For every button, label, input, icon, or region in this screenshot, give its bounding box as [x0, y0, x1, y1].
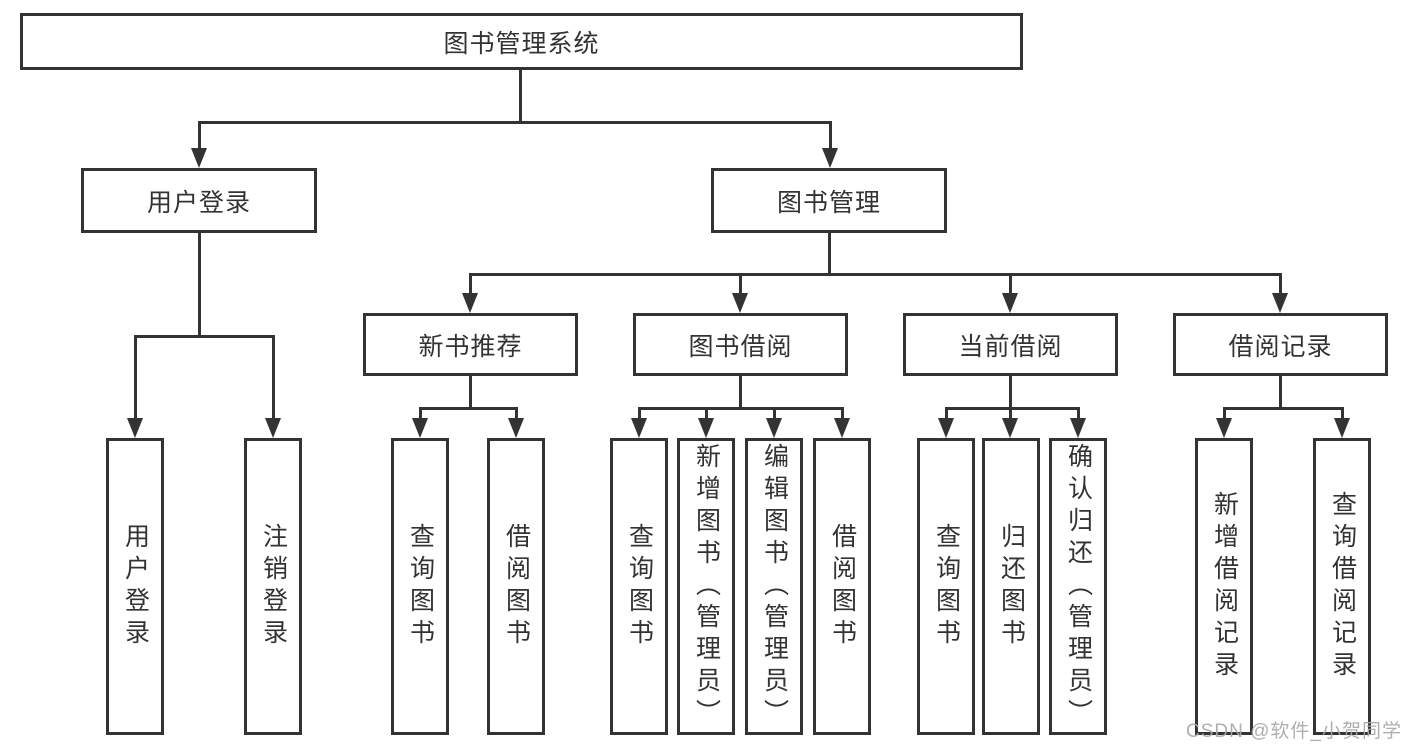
leaf-query-borrow-record-label: 查询借阅记录	[1328, 490, 1357, 683]
arrow-down-icon	[191, 148, 207, 168]
node-user-login: 用户登录	[81, 168, 317, 233]
connector-drop	[739, 273, 742, 295]
connector-stem	[739, 376, 742, 410]
arrow-down-icon	[822, 148, 838, 168]
connector-splitter	[419, 407, 518, 410]
arrow-down-icon	[732, 293, 748, 313]
connector-splitter	[198, 121, 832, 124]
node-current-borrow-label: 当前借阅	[958, 332, 1063, 361]
connector-stem	[198, 232, 201, 338]
node-root-label: 图书管理系统	[443, 29, 600, 58]
connector-drop	[1077, 407, 1080, 420]
node-new-book-recommend: 新书推荐	[363, 313, 578, 376]
connector-drop	[1341, 407, 1344, 420]
connector-drop	[1009, 273, 1012, 295]
leaf-add-book-admin: 新增图书（管理员）	[677, 438, 735, 735]
connector-drop	[419, 407, 422, 420]
node-user-login-label: 用户登录	[146, 188, 251, 217]
connector-drop	[198, 121, 201, 150]
connector-drop	[469, 273, 472, 295]
node-new-book-recommend-label: 新书推荐	[418, 332, 523, 361]
leaf-query-books-1-label: 查询图书	[406, 522, 435, 651]
connector-drop	[841, 407, 844, 420]
connector-stem	[1279, 376, 1282, 410]
arrow-down-icon	[766, 418, 782, 438]
connector-drop	[829, 121, 832, 150]
leaf-add-borrow-record-label: 新增借阅记录	[1210, 490, 1239, 683]
arrow-down-icon	[1216, 418, 1232, 438]
connector-stem	[1009, 376, 1012, 410]
node-borrow-records-label: 借阅记录	[1228, 332, 1333, 361]
connector-stem	[519, 69, 522, 124]
node-book-management-label: 图书管理	[776, 188, 881, 217]
arrow-down-icon	[631, 418, 647, 438]
connector-drop	[705, 407, 708, 420]
arrow-down-icon	[1002, 418, 1018, 438]
arrow-down-icon	[265, 418, 281, 438]
node-root: 图书管理系统	[20, 13, 1023, 70]
arrow-down-icon	[698, 418, 714, 438]
connector-drop	[638, 407, 641, 420]
leaf-query-books-2: 查询图书	[610, 438, 668, 735]
node-book-borrow: 图书借阅	[633, 313, 848, 376]
arrow-down-icon	[1334, 418, 1350, 438]
connector-drop	[1009, 407, 1012, 420]
leaf-confirm-return-admin-label: 确认归还（管理员）	[1064, 442, 1093, 731]
arrow-down-icon	[1070, 418, 1086, 438]
connector-drop	[272, 335, 275, 420]
arrow-down-icon	[508, 418, 524, 438]
arrow-down-icon	[127, 418, 143, 438]
leaf-user-login: 用户登录	[106, 438, 164, 735]
leaf-edit-book-admin-label: 编辑图书（管理员）	[760, 442, 789, 731]
connector-stem	[828, 232, 831, 276]
leaf-borrow-books-2: 借阅图书	[813, 438, 871, 735]
connector-splitter	[1223, 407, 1344, 410]
arrow-down-icon	[938, 418, 954, 438]
leaf-query-books-3-label: 查询图书	[932, 522, 961, 651]
leaf-logout: 注销登录	[244, 438, 302, 735]
connector-drop	[1279, 273, 1282, 295]
leaf-borrow-books-1: 借阅图书	[487, 438, 545, 735]
connector-splitter	[638, 407, 844, 410]
arrow-down-icon	[412, 418, 428, 438]
arrow-down-icon	[834, 418, 850, 438]
leaf-query-books-2-label: 查询图书	[625, 522, 654, 651]
node-borrow-records: 借阅记录	[1173, 313, 1388, 376]
leaf-borrow-books-2-label: 借阅图书	[828, 522, 857, 651]
leaf-query-books-3: 查询图书	[917, 438, 975, 735]
leaf-user-login-label: 用户登录	[121, 522, 150, 651]
connector-drop	[773, 407, 776, 420]
connector-drop	[1223, 407, 1226, 420]
leaf-add-book-admin-label: 新增图书（管理员）	[692, 442, 721, 731]
connector-stem	[469, 376, 472, 410]
leaf-add-borrow-record: 新增借阅记录	[1195, 438, 1253, 735]
node-current-borrow: 当前借阅	[903, 313, 1118, 376]
leaf-confirm-return-admin: 确认归还（管理员）	[1049, 438, 1107, 735]
watermark: CSDN @软件_小贺同学	[1186, 721, 1402, 742]
leaf-borrow-books-1-label: 借阅图书	[502, 522, 531, 651]
node-book-management: 图书管理	[711, 168, 947, 233]
connector-splitter	[134, 335, 275, 338]
leaf-logout-label: 注销登录	[259, 522, 288, 651]
leaf-return-book: 归还图书	[982, 438, 1040, 735]
arrow-down-icon	[462, 293, 478, 313]
arrow-down-icon	[1002, 293, 1018, 313]
connector-drop	[515, 407, 518, 420]
node-book-borrow-label: 图书借阅	[688, 332, 793, 361]
arrow-down-icon	[1272, 293, 1288, 313]
leaf-return-book-label: 归还图书	[997, 522, 1026, 651]
leaf-query-borrow-record: 查询借阅记录	[1313, 438, 1371, 735]
connector-drop	[134, 335, 137, 420]
connector-splitter	[945, 407, 1080, 410]
leaf-edit-book-admin: 编辑图书（管理员）	[745, 438, 803, 735]
connector-splitter	[469, 273, 1282, 276]
connector-drop	[945, 407, 948, 420]
leaf-query-books-1: 查询图书	[391, 438, 449, 735]
